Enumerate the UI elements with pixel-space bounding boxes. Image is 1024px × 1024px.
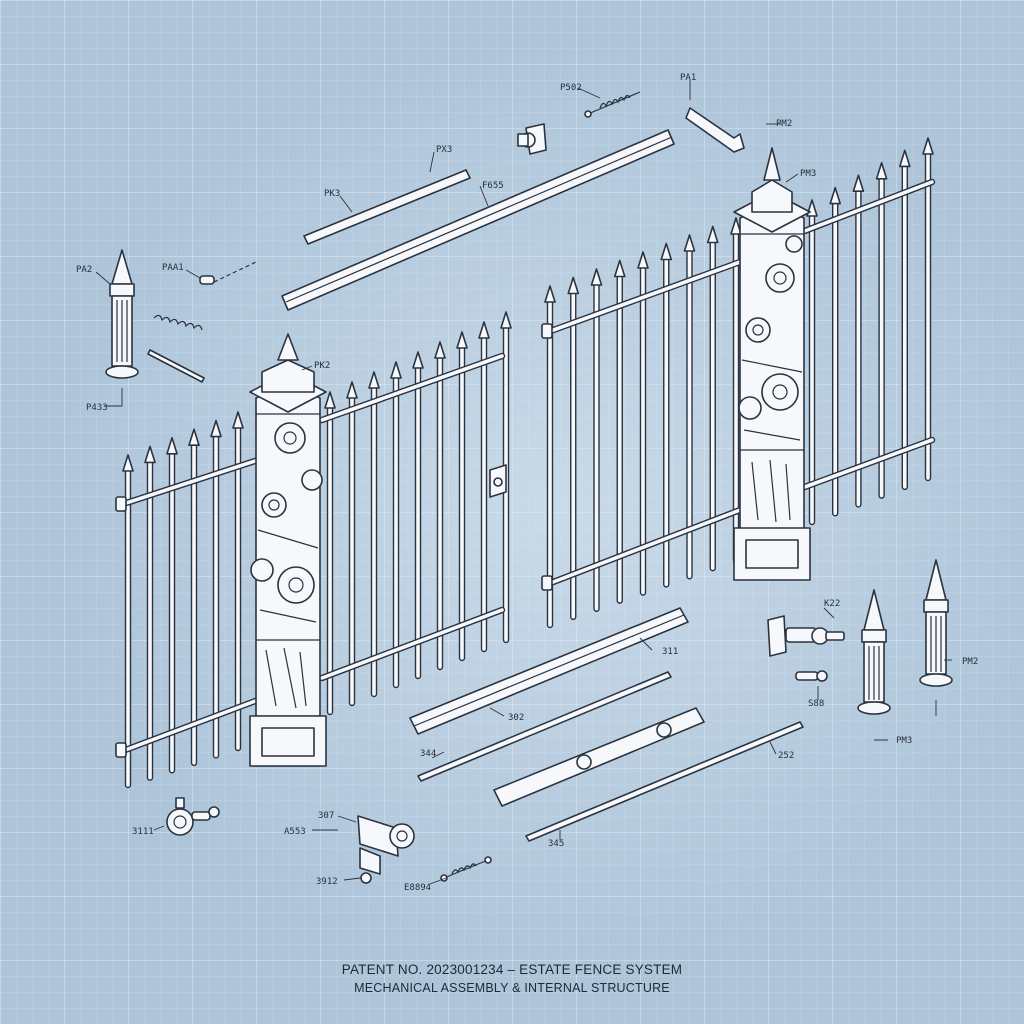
picket-bar [899,149,911,490]
label-307: 307 [318,811,334,821]
label-pm3-right: PM3 [896,736,912,746]
picket-bar [637,251,649,596]
bolt-s88 [795,670,828,682]
pin-paa1 [199,261,257,285]
pin-rod-pa1 [685,107,745,153]
hinge-assembly-k22 [767,615,845,657]
picket-bar [232,411,244,752]
label-344: 344 [420,749,436,759]
rail-clip [541,323,553,339]
picket-bar [875,162,888,499]
label-pm2-right: PM2 [962,657,978,667]
rail-clip [115,496,127,512]
channel-rail-311 [409,607,689,735]
left-gate-panel [115,311,512,789]
picket-bar [166,437,178,774]
picket-bar [434,341,446,671]
label-311: 311 [662,647,678,657]
channel-rail-f655 [281,129,675,311]
picket-bar [412,351,424,680]
picket-bar [683,234,696,580]
label-345: 345 [548,839,564,849]
rail-clip [541,575,553,591]
hinge-bracket-top [517,123,547,155]
rail-clip [115,742,127,758]
picket-bar [324,391,336,716]
spring-e8894 [440,856,492,882]
finial-post-right-b [919,559,953,687]
label-a553: A553 [284,827,306,837]
left-mechanical-post [249,333,327,767]
pin-loose [147,349,205,383]
label-s88: S88 [808,699,824,709]
label-p502: P502 [560,83,582,93]
right-gate-bars [544,137,934,629]
leader-lines [95,80,952,885]
label-252: 252 [778,751,794,761]
picket-bar [567,276,580,621]
picket-bar [590,268,603,612]
picket-bar [852,174,865,508]
label-pm2-top: PM2 [776,119,792,129]
spring-loose [153,314,203,331]
label-p433: P433 [86,403,108,413]
label-pk3: PK3 [324,189,340,199]
label-pm3: PM3 [800,169,816,179]
picket-bar [706,225,719,572]
picket-bar [806,199,818,526]
right-mechanical-post [733,147,811,581]
picket-bar [346,381,358,707]
finial-post-right-a [857,589,891,715]
picket-bar [660,242,673,588]
rod-344 [417,671,672,782]
label-pa1: PA1 [680,73,696,83]
rod-345 [525,721,804,842]
label-e8894: E8894 [404,883,431,893]
label-paa1: PAA1 [162,263,184,273]
finial-post-pa2 [105,249,139,379]
channel-rail-252 [493,707,705,807]
picket-bar [544,285,556,629]
label-302: 302 [508,713,524,723]
picket-bar [613,259,626,604]
label-pa2: PA2 [76,265,92,275]
label-f655: F655 [482,181,504,191]
right-gate-panel [541,137,936,629]
picket-bar [390,361,402,689]
label-3912: 3912 [316,877,338,887]
picket-bar [368,371,380,698]
rail-px3 [303,169,471,245]
latch-assembly-a553 [357,815,415,884]
patent-title: PATENT NO. 2023001234 – ESTATE FENCE SYS… [341,962,683,977]
picket-bar [922,137,934,482]
picket-bar [122,454,134,789]
picket-bar [829,186,841,517]
picket-bar [730,217,742,564]
label-k22: K22 [824,599,840,609]
latch-knob [493,477,503,487]
picket-bar [188,428,200,766]
gear-hinge-3111 [166,797,220,836]
patent-subtitle: MECHANICAL ASSEMBLY & INTERNAL STRUCTURE [354,981,670,995]
picket-bar [456,331,468,662]
label-3111: 3111 [132,827,154,837]
picket-bar [478,321,490,653]
part-labels: PA1 P502 PM2 PX3 PK3 F655 PA2 PAA1 P433 … [76,73,978,893]
label-pk2: PK2 [314,361,330,371]
picket-bar [210,419,222,759]
left-gate-bars [122,311,512,789]
spring-p502 [584,91,641,118]
label-px3: PX3 [436,145,452,155]
picket-bar [144,445,156,781]
